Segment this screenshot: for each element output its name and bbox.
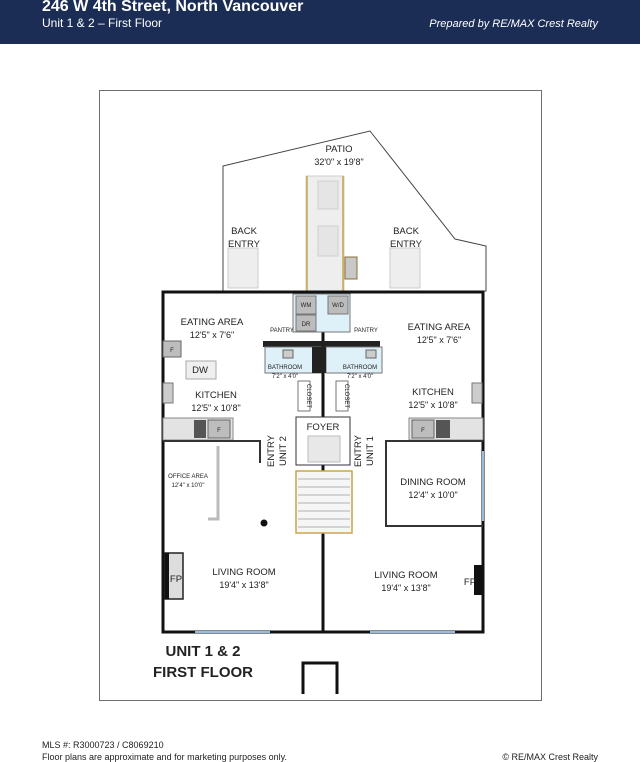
fp-right-label: FP — [464, 577, 476, 588]
landing-right — [389, 247, 421, 289]
header-bar: 246 W 4th Street, North Vancouver Unit 1… — [0, 0, 640, 44]
stair-treads — [298, 478, 350, 528]
dining-room-label: DINING ROOM — [400, 477, 466, 488]
column-dot — [260, 519, 268, 527]
dining-room-dims: 12'4" x 10'0" — [408, 490, 457, 500]
living-room-right-label: LIVING ROOM — [374, 570, 437, 581]
eating-area-left-label: EATING AREA — [181, 317, 244, 328]
living-room-left-dims: 19'4" x 13'8" — [219, 580, 268, 590]
foyer-label: FOYER — [307, 422, 340, 433]
fireplace-hearth-left — [165, 553, 169, 599]
bathroom-right-dims: 7'2" x 4'0" — [347, 374, 373, 380]
front-entry-frame — [301, 661, 339, 694]
floor-subtitle: Unit 1 & 2 – First Floor — [42, 16, 163, 30]
foyer-mat — [307, 435, 341, 463]
dr-label: DR — [302, 322, 311, 328]
fireplace-right — [474, 565, 482, 595]
eating-area-left-dims: 12'5" x 7'6" — [190, 330, 234, 340]
dining-wall — [385, 463, 483, 527]
fridge-label-left: F — [217, 428, 221, 434]
pantry-right-label: PANTRY — [354, 328, 378, 334]
patio-step — [317, 180, 339, 210]
kitchen-wall-right — [385, 440, 483, 463]
washer — [295, 295, 317, 315]
fridge-right — [411, 419, 435, 439]
entry-unit1-l2: UNIT 1 — [365, 436, 376, 466]
patio-label: PATIO — [325, 144, 352, 155]
patio-step — [317, 225, 339, 257]
closet-left-label: CLOSET — [305, 384, 311, 408]
eating-area-right-dims: 12'5" x 7'6" — [417, 335, 461, 345]
patio-dims: 32'0" x 19'8" — [314, 157, 363, 167]
kitchen-left-dims: 12'5" x 10'8" — [191, 403, 240, 413]
kitchen-left-label: KITCHEN — [195, 390, 237, 401]
wm-label: WM — [301, 303, 312, 309]
windows — [195, 451, 484, 633]
dryer — [295, 314, 317, 332]
back-entry-right-l2: ENTRY — [390, 239, 423, 250]
toilet-icon — [282, 349, 294, 359]
floor-label-l2: FIRST FLOOR — [153, 664, 253, 681]
kitchen-wall-left — [163, 440, 261, 463]
prepared-by-text: Prepared by RE/MAX Crest Realty — [429, 18, 598, 30]
office-area-label: OFFICE AREA — [168, 474, 208, 480]
fridge-label-right: F — [421, 428, 425, 434]
fridge-label-upper: F — [170, 348, 174, 354]
closet-right-label: CLOSET — [343, 384, 349, 408]
fp-left-label: FP — [170, 574, 182, 585]
fridge-left — [207, 419, 231, 439]
bathroom-right-label: BATHROOM — [343, 365, 377, 371]
office-area-dims: 12'4" x 10'0" — [172, 483, 205, 489]
office-partition — [208, 446, 220, 521]
pantry-left-label: PANTRY — [270, 328, 294, 334]
dishwasher — [185, 360, 217, 380]
back-entry-left-l1: BACK — [231, 226, 258, 237]
floor-plan-drawing: PATIO 32'0" x 19'8" BACK ENTRY BACK ENTR… — [153, 130, 487, 694]
sink-right — [471, 382, 483, 404]
kitchen-right-dims: 12'5" x 10'8" — [408, 400, 457, 410]
mls-number: MLS #: R3000723 / C8069210 — [42, 740, 164, 750]
washer-dryer — [327, 295, 349, 315]
dw-label: DW — [192, 365, 208, 376]
kitchen-right-label: KITCHEN — [412, 387, 454, 398]
wd-label: W/D — [332, 303, 344, 309]
staircase — [295, 470, 353, 534]
eating-area-right-label: EATING AREA — [408, 322, 471, 333]
copyright-text: © RE/MAX Crest Realty — [502, 752, 598, 762]
fridge-box-left — [162, 340, 182, 358]
landing-left — [227, 247, 259, 289]
closet-right — [335, 380, 349, 412]
closet-left — [297, 380, 311, 412]
interior-wall — [263, 341, 380, 347]
range-left — [194, 420, 206, 438]
living-room-right-dims: 19'4" x 13'8" — [381, 583, 430, 593]
entry-unit1-l1: ENTRY — [353, 434, 364, 467]
bathroom-left-dims: 7'2" x 4'0" — [272, 374, 298, 380]
floor-plan-frame: PATIO 32'0" x 19'8" BACK ENTRY BACK ENTR… — [99, 90, 542, 701]
bathroom-left-label: BATHROOM — [268, 365, 302, 371]
sink-left — [162, 382, 174, 404]
bath-wall — [312, 347, 326, 373]
entry-unit2-l2: UNIT 2 — [278, 436, 289, 466]
property-address-title: 246 W 4th Street, North Vancouver — [42, 0, 304, 15]
back-entry-left-l2: ENTRY — [228, 239, 261, 250]
toilet-icon — [365, 349, 377, 359]
range-right — [436, 420, 450, 438]
entry-unit2-l1: ENTRY — [266, 434, 277, 467]
living-room-left-label: LIVING ROOM — [212, 567, 275, 578]
disclaimer-text: Floor plans are approximate and for mark… — [42, 752, 287, 762]
back-entry-right-l1: BACK — [393, 226, 420, 237]
patio-planter — [344, 256, 358, 280]
floor-label-l1: UNIT 1 & 2 — [165, 643, 240, 660]
